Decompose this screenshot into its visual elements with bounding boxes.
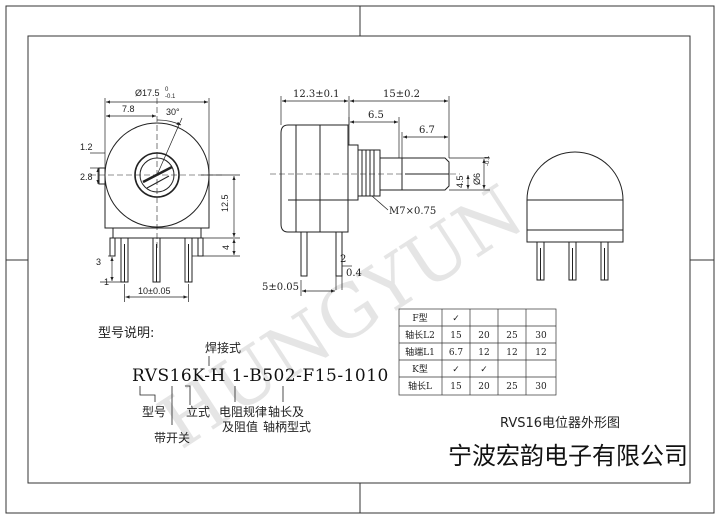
front-view	[90, 98, 225, 283]
shaft-dia-tol: -0.1	[485, 155, 491, 166]
flat-len-label: 6.7	[419, 125, 435, 136]
taper-label-2: 及阻值	[222, 419, 258, 434]
pin-label-2: 2	[340, 254, 346, 265]
table-cell: 12	[535, 348, 546, 358]
sheet-frame	[5, 5, 715, 514]
table-cell: 30	[535, 331, 547, 341]
notch-label: 1.2	[80, 142, 93, 152]
solder-label: 焊接式	[205, 340, 241, 355]
angle-label: 30°	[166, 107, 180, 117]
table-cell: 15	[450, 382, 462, 392]
switch-label: 带开关	[154, 431, 190, 445]
table-cell: 12	[478, 348, 489, 358]
side-view-dimensions	[280, 96, 490, 296]
front-view-dimensions	[90, 98, 240, 302]
thread-label: M7×0.75	[389, 206, 436, 217]
pin-stub-label: 3	[96, 257, 101, 267]
spec-table-text: F型 ✓ 轴长L2 15 20 25 30 轴端L1 6.7 12 12 12 …	[405, 313, 547, 392]
model-description: 型号说明: 焊接式 RVS16K-H 1-B502-F15-1010 型号 带开…	[98, 326, 389, 445]
table-cell: 12	[506, 348, 517, 358]
pin-label-04: 0.4	[346, 268, 362, 279]
table-cell: 15	[450, 331, 462, 341]
watermark-text: HUNGYUN	[144, 169, 537, 465]
table-cell: 25	[506, 382, 518, 392]
front-view-labels: Ø17.5 0 -0.1 7.8 30° 1.2 2.8 12.5 4 3 1 …	[80, 87, 231, 296]
table-cell: 30	[535, 382, 547, 392]
table-cell: ✓	[452, 314, 460, 324]
type-label: 型号	[142, 405, 166, 419]
pin-width-label: 1	[104, 277, 109, 287]
spec-table	[398, 308, 557, 396]
dia-label: Ø17.5	[135, 88, 160, 98]
table-row-label: 轴长L2	[405, 329, 435, 341]
drawing-title: RVS16电位器外形图	[500, 416, 620, 431]
pin-label-5: 5±0.05	[262, 282, 299, 293]
table-cell: ✓	[452, 365, 460, 375]
rear-view	[526, 151, 624, 281]
shaft-len-label: 15±0.2	[383, 89, 420, 100]
table-row-label: K型	[412, 364, 428, 375]
side-view	[270, 124, 460, 277]
shaft-label-2: 轴柄型式	[263, 419, 311, 434]
table-cell: 20	[478, 331, 490, 341]
table-row-label: 轴长L	[408, 380, 432, 392]
side-view-labels: 12.3±0.1 15±0.2 6.5 6.7 M7×0.75 4.5 Ø6 -…	[262, 89, 491, 293]
table-cell: 25	[506, 331, 518, 341]
pin-len-label: 4	[221, 245, 231, 250]
height-label: 12.5	[220, 194, 230, 212]
model-heading: 型号说明:	[98, 326, 154, 341]
table-cell: 20	[478, 382, 490, 392]
dia-tol-top: 0	[165, 87, 169, 93]
offset-label: 7.8	[122, 104, 135, 114]
model-leaders	[139, 356, 284, 425]
taper-label-1: 电阻规律	[219, 404, 267, 419]
flat-label: 2.8	[80, 172, 93, 182]
company-name: 宁波宏韵电子有限公司	[448, 442, 688, 470]
dia-tol-bottom: -0.1	[165, 94, 176, 100]
table-cell: 6.7	[449, 348, 464, 358]
table-row-label: F型	[412, 313, 427, 324]
vertical-label: 立式	[186, 404, 210, 419]
table-cell: ✓	[480, 365, 488, 375]
shaft-label-1: 轴长及	[268, 404, 304, 419]
model-code: RVS16K-H 1-B502-F15-1010	[132, 366, 389, 386]
table-row-label: 轴端L1	[405, 346, 435, 358]
pitch-label: 10±0.05	[138, 286, 170, 296]
body-len-label: 12.3±0.1	[293, 89, 340, 100]
flat-depth-label: 4.5	[455, 175, 465, 188]
bush-len-label: 6.5	[368, 110, 384, 121]
shaft-dia-label: Ø6	[472, 173, 482, 185]
